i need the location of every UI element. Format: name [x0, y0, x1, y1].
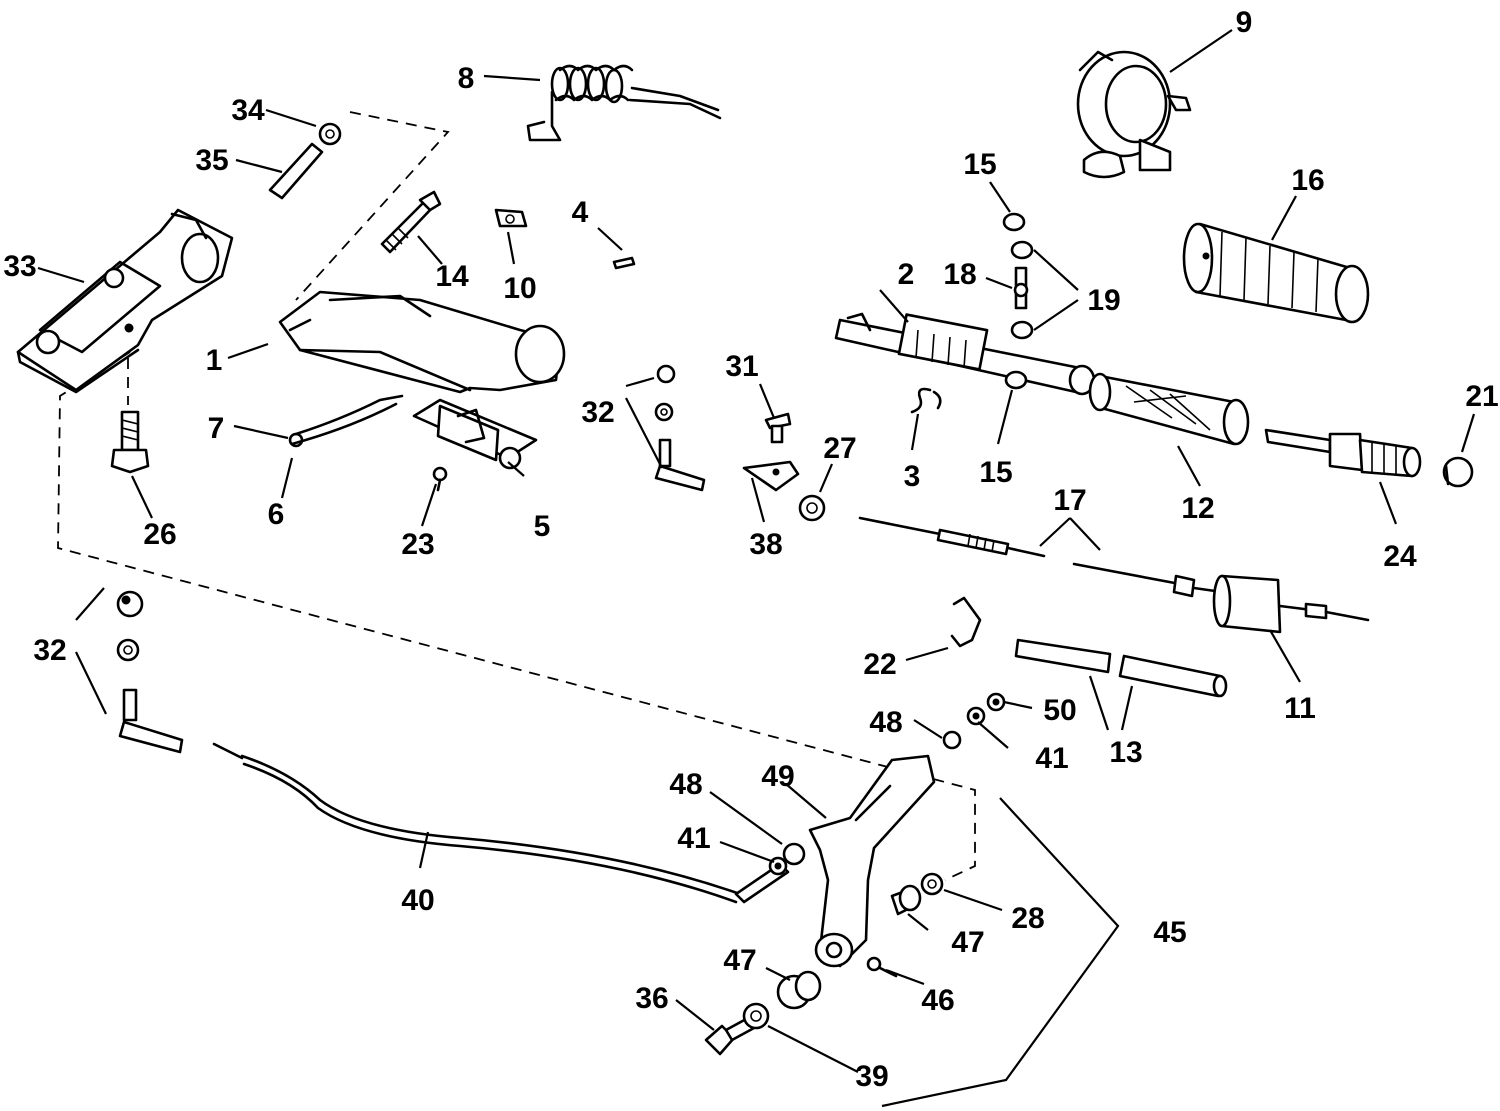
part-12-sleeve: [1088, 372, 1250, 446]
callout-47-right: 47: [951, 926, 984, 959]
callout-23: 23: [401, 528, 434, 561]
callout-10: 10: [503, 272, 536, 305]
callout-39: 39: [855, 1060, 888, 1093]
callout-34: 34: [231, 94, 265, 127]
part-33-bracket: [16, 208, 234, 394]
part-9-friction-ring: [1076, 50, 1192, 179]
callout-46: 46: [921, 984, 954, 1017]
callout-27: 27: [823, 432, 856, 465]
callout-33: 33: [3, 250, 36, 283]
callout-28: 28: [1011, 902, 1044, 935]
callout-15-lower: 15: [979, 456, 1012, 489]
callout-24: 24: [1383, 540, 1417, 573]
part-24-throttle-cam: [1264, 428, 1422, 478]
callout-48-lower: 48: [669, 768, 702, 801]
callout-35: 35: [195, 144, 228, 177]
part-38-plate: [742, 460, 800, 492]
callout-19: 19: [1087, 284, 1120, 317]
part-16-throttle-grip: [1182, 222, 1370, 324]
part-50-nut: [986, 692, 1006, 712]
callout-21: 21: [1465, 380, 1498, 413]
callout-41-upper: 41: [1035, 742, 1068, 775]
part-26-bolt: [110, 410, 150, 474]
callout-labels: 1 2 3 4 5 6 7 8 9 10 11 12 13 14 15 15 1…: [3, 6, 1498, 1093]
callout-36: 36: [635, 982, 668, 1015]
part-32-ball-joint-upper: [654, 364, 706, 492]
part-49-shift-lever: [808, 754, 936, 968]
callout-41-lower: 41: [677, 822, 710, 855]
part-10-clip: [494, 208, 528, 228]
part-48-spacer-lower: [782, 842, 806, 866]
callout-49: 49: [761, 760, 794, 793]
callout-1: 1: [206, 344, 223, 377]
part-22-clip: [950, 596, 982, 648]
callout-3: 3: [904, 460, 921, 493]
part-47-bushing-right: [890, 884, 922, 916]
callout-5: 5: [534, 510, 551, 543]
callout-12: 12: [1181, 492, 1214, 525]
part-32-ball-joint-lower: [116, 590, 184, 754]
leader-lines: [37, 29, 1476, 1108]
callout-40: 40: [401, 884, 434, 917]
callout-14: 14: [435, 260, 469, 293]
callout-11: 11: [1284, 692, 1316, 725]
part-8-spring: [526, 64, 722, 142]
part-15-nut-lower: [1004, 370, 1028, 390]
callout-32-lower: 32: [33, 634, 66, 667]
callout-32-upper: 32: [581, 396, 614, 429]
part-21-end-cap: [1442, 456, 1474, 488]
part-19-bushings: [1010, 240, 1034, 340]
callout-16: 16: [1291, 164, 1324, 197]
callout-31: 31: [725, 350, 758, 383]
callout-15-upper: 15: [963, 148, 996, 181]
callout-18: 18: [943, 258, 976, 291]
part-46-screw: [866, 956, 898, 978]
part-4-pin: [612, 256, 636, 270]
part-1-tiller-housing: [278, 290, 566, 394]
callout-50: 50: [1043, 694, 1076, 727]
part-35-pin: [268, 142, 324, 200]
part-48-spacer-upper: [942, 730, 962, 750]
part-2-shaft: [834, 312, 1096, 396]
callout-45: 45: [1153, 916, 1186, 949]
part-31-screw: [764, 412, 792, 444]
part-18-pin: [1013, 266, 1029, 310]
callout-47-lower: 47: [723, 944, 756, 977]
callout-2: 2: [898, 258, 915, 291]
part-41-washer-upper: [966, 706, 986, 726]
callout-8: 8: [458, 62, 475, 95]
part-15-nut-upper: [1002, 212, 1026, 232]
part-5-switch: [412, 398, 538, 470]
part-17-cable: [858, 516, 1224, 598]
callout-7: 7: [208, 412, 225, 445]
callout-22: 22: [863, 648, 896, 681]
part-47-bushing-lower: [776, 970, 822, 1010]
part-3-wire-spring: [910, 387, 942, 414]
part-39-washer: [742, 1002, 770, 1030]
callout-17: 17: [1053, 484, 1086, 517]
callout-26: 26: [143, 518, 176, 551]
callout-38: 38: [749, 528, 782, 561]
part-23-screw: [432, 466, 448, 492]
part-11-cable-housing: [1212, 574, 1370, 634]
callout-48-upper: 48: [869, 706, 902, 739]
part-28-washer: [920, 872, 944, 896]
callout-6: 6: [268, 498, 285, 531]
part-13-tube: [1014, 638, 1228, 698]
assembly-guide-lines: [57, 111, 976, 881]
part-7-wire: [288, 394, 404, 448]
callout-9: 9: [1236, 6, 1253, 39]
part-14-screw: [380, 190, 442, 254]
callout-4: 4: [572, 196, 589, 229]
part-27-washer: [798, 494, 826, 522]
callout-13: 13: [1109, 736, 1142, 769]
part-34-washer: [318, 122, 342, 146]
